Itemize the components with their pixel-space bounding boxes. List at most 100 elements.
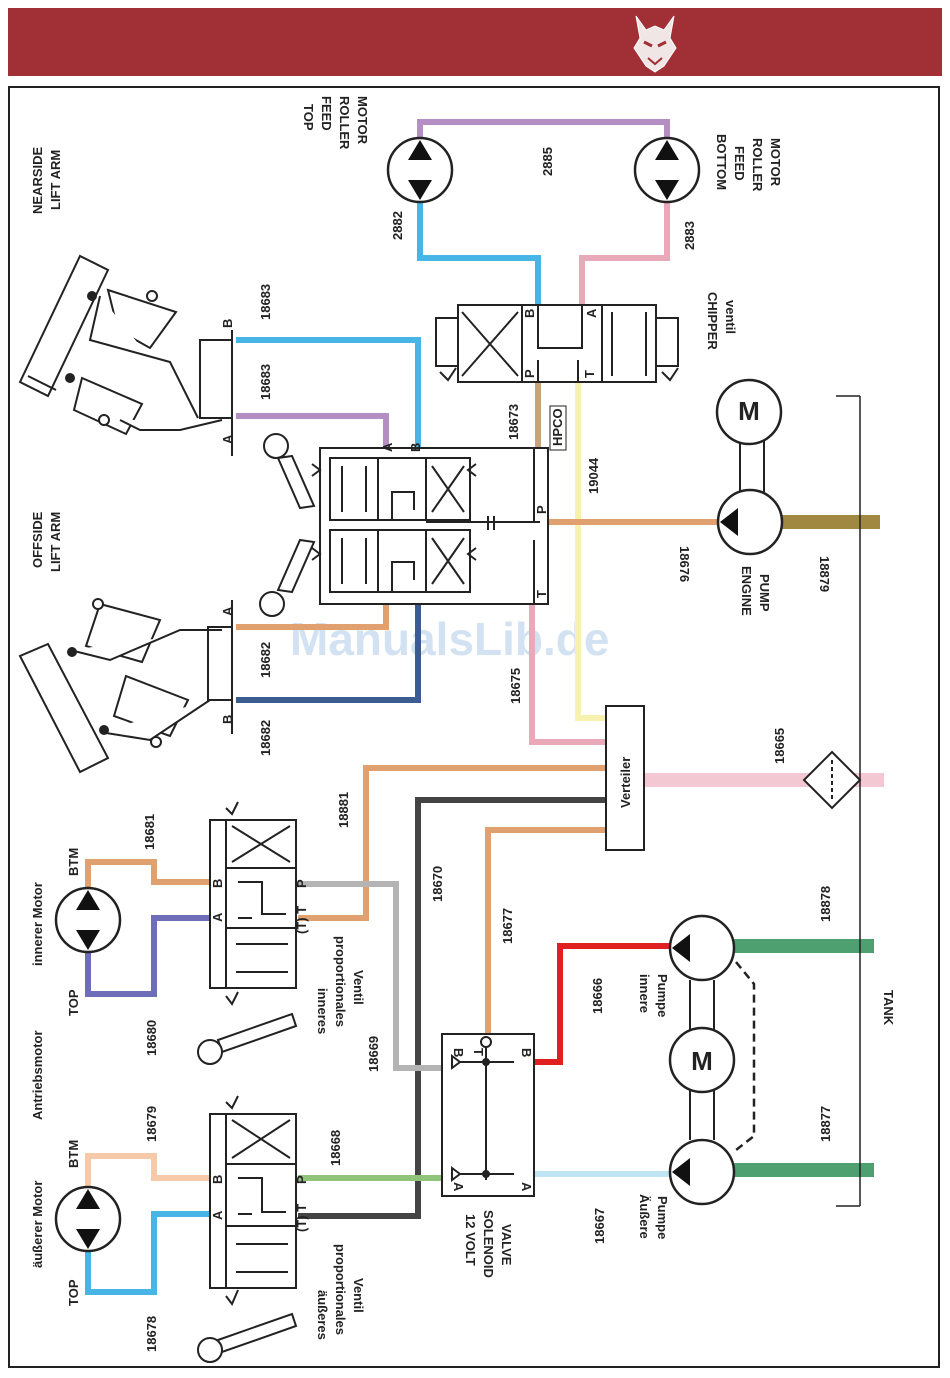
label-2882: 2882 xyxy=(390,211,405,240)
port-inner-tt: (T) T xyxy=(294,906,309,934)
label-18676: 18676 xyxy=(677,546,692,582)
chipper-valve xyxy=(435,304,679,383)
port-chipper-a: A xyxy=(584,308,599,318)
line-18678 xyxy=(85,1211,210,1295)
label-18680: 18680 xyxy=(144,1020,159,1056)
top-feed-roller-motor xyxy=(386,136,454,204)
line-18680 xyxy=(85,915,210,997)
solenoid-valve xyxy=(441,1033,535,1197)
pump-drive-motor: M xyxy=(668,961,756,1151)
label-inneres: inneres xyxy=(315,988,330,1034)
label-pumpe-2: Pumpe xyxy=(655,1196,670,1239)
aeussere-pumpe xyxy=(668,1138,736,1206)
tank-bracket xyxy=(836,395,861,1207)
outer-proportional-valve xyxy=(209,1095,297,1306)
label-aeussere: Äußere xyxy=(637,1194,652,1239)
label-antriebsmotor: Antriebsmotor xyxy=(30,1030,45,1120)
label-top-feed-4: MOTOR xyxy=(355,96,370,145)
label-ventil-2: Ventil xyxy=(351,1278,366,1313)
label-valve: VALVE xyxy=(499,1224,514,1266)
label-18670: 18670 xyxy=(430,866,445,902)
main-lift-valve xyxy=(311,447,549,605)
port-nearside-b: B xyxy=(220,319,235,328)
label-btm-outer: BTM xyxy=(66,1140,81,1168)
port-chipper-p: P xyxy=(522,369,537,378)
offside-lift-arm-cylinder xyxy=(18,598,222,774)
label-18682-a: 18682 xyxy=(258,642,273,678)
label-btm-feed-1: BOTTOM xyxy=(714,134,729,190)
verteiler-block xyxy=(605,705,645,851)
line-18682-a xyxy=(236,604,389,630)
label-18666: 18666 xyxy=(590,978,605,1014)
label-proportionales-2: proportionales xyxy=(333,1244,348,1335)
label-18669: 18669 xyxy=(366,1036,381,1072)
label-18668: 18668 xyxy=(328,1130,343,1166)
line-18683-a xyxy=(236,413,389,448)
line-2883 xyxy=(579,200,670,305)
line-18681 xyxy=(85,859,210,890)
nearside-lift-arm-cylinder xyxy=(18,254,223,436)
inner-valve-lever[interactable] xyxy=(197,1012,298,1065)
label-18683-b: 18683 xyxy=(258,364,273,400)
label-18679: 18679 xyxy=(144,1106,159,1142)
label-hpco: HPCO xyxy=(550,408,565,446)
label-verteiler: Verteiler xyxy=(618,757,633,808)
label-innerer-motor: innerer Motor xyxy=(30,882,45,966)
port-inner-b: B xyxy=(210,879,225,888)
innere-pumpe xyxy=(668,914,736,982)
label-top-inner: TOP xyxy=(66,989,81,1016)
wolf-head-icon xyxy=(624,8,686,76)
port-inner-a: A xyxy=(210,912,225,922)
label-18665: 18665 xyxy=(772,728,787,764)
label-2883: 2883 xyxy=(682,221,697,250)
port-chipper-b: B xyxy=(522,309,537,318)
label-18678: 18678 xyxy=(144,1316,159,1352)
label-18677: 18677 xyxy=(500,908,515,944)
line-18666 xyxy=(534,943,670,1065)
label-2885: 2885 xyxy=(540,147,555,176)
header-bar xyxy=(8,8,942,76)
port-outer-a: A xyxy=(210,1210,225,1220)
label-top-feed-2: FEED xyxy=(319,96,334,131)
inner-proportional-valve xyxy=(209,801,297,1006)
label-offside: OFFSIDE xyxy=(30,511,45,568)
label-18878: 18878 xyxy=(818,886,833,922)
pump-motor-label: M xyxy=(691,1046,713,1076)
label-btm-inner: BTM xyxy=(66,848,81,876)
line-2885 xyxy=(417,119,670,140)
label-top-feed-1: TOP xyxy=(301,104,316,131)
label-ventil: ventil xyxy=(723,300,738,334)
line-18682-b xyxy=(236,604,421,703)
label-19044: 19044 xyxy=(586,457,601,494)
line-18675 xyxy=(529,604,606,745)
label-18667: 18667 xyxy=(592,1208,607,1244)
engine-motor-label: M xyxy=(738,396,760,426)
outer-valve-lever[interactable] xyxy=(197,1312,298,1363)
port-offside-b: B xyxy=(220,715,235,724)
port-outer-p: P xyxy=(294,1175,309,1184)
bottom-feed-roller-motor xyxy=(633,136,701,204)
label-nearside: NEARSIDE xyxy=(30,146,45,214)
label-proportionales-1: proportionales xyxy=(333,936,348,1027)
label-top-feed-3: ROLLER xyxy=(337,96,352,150)
label-18879: 18879 xyxy=(817,556,832,592)
port-sol-b1: B xyxy=(451,1048,466,1057)
line-18669 xyxy=(298,881,444,1071)
lift-lever-bottom[interactable] xyxy=(259,538,316,617)
port-main-a: A xyxy=(380,442,395,452)
port-inner-p: P xyxy=(294,879,309,888)
hpco-box xyxy=(549,405,567,451)
port-outer-tt: (T) T xyxy=(294,1204,309,1232)
label-tank: TANK xyxy=(881,990,896,1026)
label-innere: innere xyxy=(637,974,652,1013)
port-sol-b2: B xyxy=(519,1048,534,1057)
line-19044 xyxy=(575,382,606,721)
line-18670 xyxy=(298,797,606,1219)
label-18881: 18881 xyxy=(336,792,351,828)
port-main-p: P xyxy=(534,505,549,514)
label-btm-feed-3: ROLLER xyxy=(750,138,765,192)
port-sol-a2: A xyxy=(519,1182,534,1192)
label-btm-feed-2: FEED xyxy=(732,146,747,181)
label-18683-a: 18683 xyxy=(258,284,273,320)
lift-lever-top[interactable] xyxy=(263,433,316,510)
